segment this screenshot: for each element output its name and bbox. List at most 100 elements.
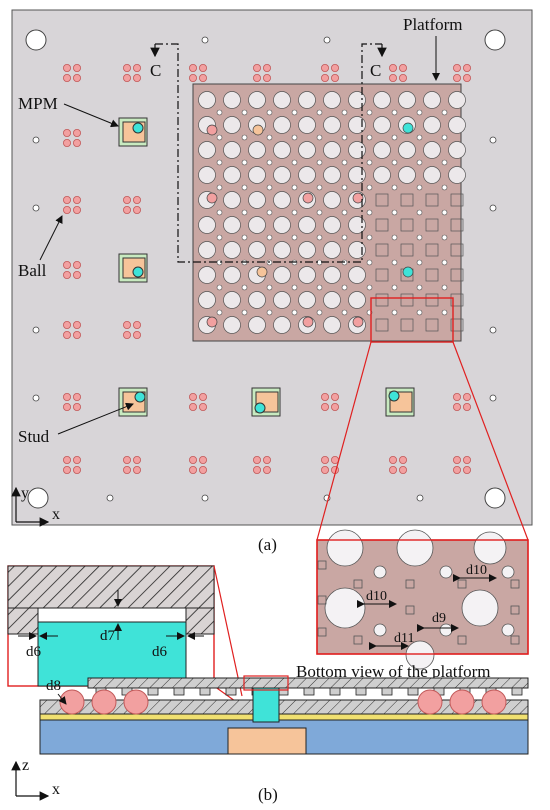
platform-pinhole [241, 234, 248, 241]
platform-pinhole [441, 159, 448, 166]
section-ball [417, 689, 443, 715]
platform-feature [206, 124, 218, 136]
platform-pinhole [416, 284, 423, 291]
section-ball [59, 689, 85, 715]
platform-pinhole [366, 259, 373, 266]
platform-slot [425, 293, 439, 307]
ball-cluster [452, 392, 471, 411]
platform-pinhole [416, 109, 423, 116]
ball-cluster [252, 455, 271, 474]
platform-hole [198, 91, 216, 109]
mpm-section [227, 727, 307, 755]
platform-pinhole [416, 209, 423, 216]
platform-slot [400, 318, 414, 332]
platform-pinhole [341, 209, 348, 216]
dim-d11: d11 [394, 631, 414, 646]
platform-pinhole [241, 184, 248, 191]
platform-hole [423, 141, 441, 159]
platform-feature [252, 124, 264, 136]
platform-pinhole [441, 309, 448, 316]
platform-slot [375, 243, 389, 257]
ball-cluster [63, 455, 82, 474]
platform-feature [206, 316, 218, 328]
platform-pinhole [266, 209, 273, 216]
ball-cluster [123, 455, 141, 474]
platform-pinhole [216, 209, 223, 216]
ball-label: Ball [18, 261, 47, 280]
zoom-big-hole [396, 529, 434, 567]
platform-hole [398, 141, 416, 159]
platform-pinhole [216, 309, 223, 316]
platform-pinhole [316, 109, 323, 116]
platform-hole [323, 166, 341, 184]
platform-hole [223, 166, 241, 184]
zoom-slot [353, 579, 363, 589]
axes-b [11, 760, 50, 801]
platform-hole [298, 291, 316, 309]
platform-pinhole [416, 184, 423, 191]
ball-cluster [388, 64, 407, 83]
bottom-view-caption: Bottom view of the platform [296, 662, 491, 681]
platform-hole [223, 191, 241, 209]
platform-pinhole [216, 234, 223, 241]
platform-pinhole [416, 259, 423, 266]
platform-pinhole [341, 109, 348, 116]
platform-pinhole [241, 134, 248, 141]
platform-slot [375, 293, 389, 307]
platform-pinhole [391, 159, 398, 166]
platform-hole [348, 141, 366, 159]
platform-hole [223, 241, 241, 259]
ball-cluster [252, 64, 271, 83]
section-ball [91, 689, 117, 715]
zoom-pin-hole [501, 623, 515, 637]
yellow-layer [39, 713, 529, 721]
zoom-big-hole [326, 529, 364, 567]
platform-slot [425, 193, 439, 207]
platform-feature [302, 316, 314, 328]
platform-pinhole [266, 184, 273, 191]
platform-pinhole [441, 259, 448, 266]
platform-pinhole [291, 234, 298, 241]
platform-pinhole [291, 109, 298, 116]
ball-groups [63, 64, 471, 474]
platform-feature [402, 266, 414, 278]
platform-pinhole [266, 159, 273, 166]
platform-pinhole [391, 284, 398, 291]
platform-pinhole [441, 234, 448, 241]
platform-pinhole [416, 134, 423, 141]
platform-pinhole [391, 309, 398, 316]
platform-pinhole [291, 184, 298, 191]
platform-slot [425, 243, 439, 257]
platform-hole [198, 291, 216, 309]
platform-pinhole [316, 209, 323, 216]
platform-hole [323, 116, 341, 134]
platform-hole [423, 166, 441, 184]
dim-d6-left: d6 [26, 644, 42, 660]
platform-pinhole [316, 234, 323, 241]
platform-pinhole [391, 209, 398, 216]
zoom-big-hole [473, 531, 507, 565]
platform-hole [223, 216, 241, 234]
zoom-slot [510, 579, 520, 589]
platform-hole [273, 91, 291, 109]
platform-hole [248, 291, 266, 309]
platform-holes [198, 91, 466, 334]
platform-pinhole [341, 159, 348, 166]
ball-cluster [452, 455, 471, 474]
platform-hole [298, 91, 316, 109]
platform-hole [223, 266, 241, 284]
platform-pinhole [416, 234, 423, 241]
platform-hole [448, 166, 466, 184]
platform-pinhole [366, 159, 373, 166]
platform-hole [248, 91, 266, 109]
platform-slot [450, 218, 464, 232]
platform-hole [348, 241, 366, 259]
mpm-module [118, 253, 148, 283]
section-balls [59, 689, 507, 715]
zoom-big-hole [324, 587, 366, 629]
platform-hole [398, 166, 416, 184]
zoom-pin-hole [501, 565, 515, 579]
dim-d9: d9 [432, 611, 446, 626]
platform-hole [348, 116, 366, 134]
